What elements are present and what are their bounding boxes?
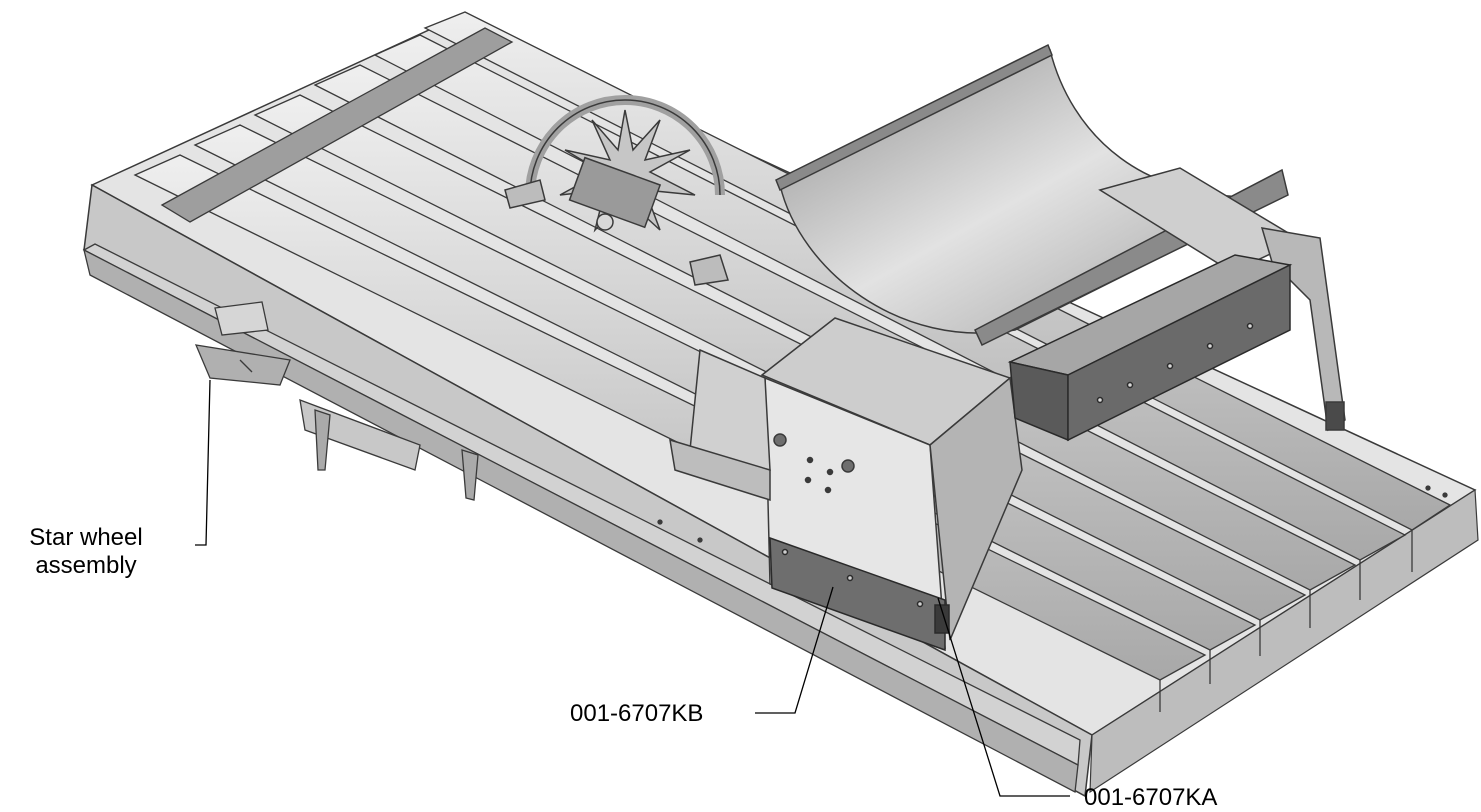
channel-bracket bbox=[1007, 254, 1293, 442]
star-wheel-label-line1: Star wheel bbox=[29, 524, 143, 551]
leader-ka bbox=[937, 597, 1070, 797]
part-label-kb: 001-6707KB bbox=[570, 700, 704, 727]
bottom-strip bbox=[769, 536, 950, 652]
side-rail bbox=[82, 243, 1448, 794]
star-wheel-unit bbox=[504, 95, 729, 286]
leader-kb bbox=[755, 586, 834, 714]
star-wheel-assembly-label: Star wheel assembly bbox=[8, 524, 164, 580]
deck-strap bbox=[160, 27, 514, 223]
leader-star-wheel bbox=[195, 379, 211, 546]
star-wheel-label-line2: assembly bbox=[35, 552, 137, 579]
hood-assembly bbox=[775, 43, 1302, 347]
leader-lines bbox=[195, 379, 1070, 797]
part-label-ka: 001-6707KA bbox=[1084, 784, 1218, 811]
star-wheel-bracket bbox=[194, 301, 479, 501]
